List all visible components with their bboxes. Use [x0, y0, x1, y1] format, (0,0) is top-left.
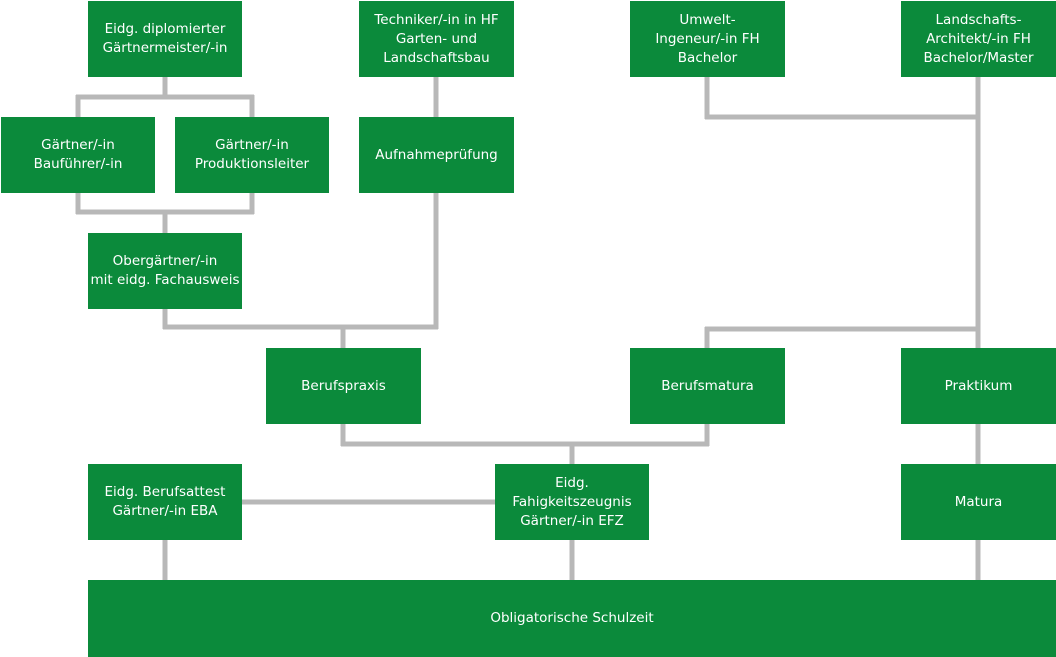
node-berufsmatura: Berufsmatura	[630, 348, 785, 424]
node-aufnahmepruefung: Aufnahmeprüfung	[359, 117, 514, 193]
node-berufspraxis: Berufspraxis	[266, 348, 421, 424]
node-umweltingenieur: Umwelt- Ingeneur/-in FH Bachelor	[630, 1, 785, 77]
node-faehigkeitszeugnis: Eidg. Fahigkeitszeugnis Gärtner/-in EFZ	[495, 464, 649, 540]
node-berufsattest: Eidg. Berufsattest Gärtner/-in EBA	[88, 464, 242, 540]
node-techniker-hf: Techniker/-in in HF Garten- und Landscha…	[359, 1, 514, 77]
node-schulzeit: Obligatorische Schulzeit	[88, 580, 1056, 657]
node-obergaertner: Obergärtner/-in mit eidg. Fachausweis	[88, 233, 242, 309]
node-matura: Matura	[901, 464, 1056, 540]
node-produktionsleiter: Gärtner/-in Produktionsleiter	[175, 117, 329, 193]
node-gaertnermeister: Eidg. diplomierter Gärtnermeister/-in	[88, 1, 242, 77]
node-praktikum: Praktikum	[901, 348, 1056, 424]
node-baufuehrer: Gärtner/-in Bauführer/-in	[1, 117, 155, 193]
node-landschaftsarchitekt: Landschafts- Architekt/-in FH Bachelor/M…	[901, 1, 1056, 77]
